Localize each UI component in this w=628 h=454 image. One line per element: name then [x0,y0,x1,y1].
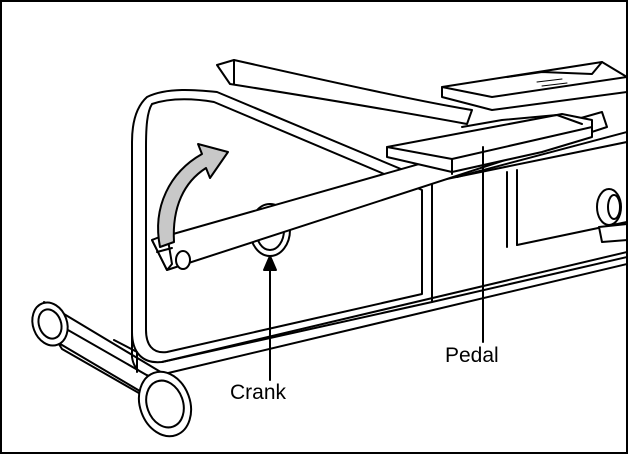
rear-frame [216,59,473,125]
crank-label: Crank [230,381,287,404]
motion-arrow [157,143,229,248]
pedal-label: Pedal [445,344,499,367]
right-frame [431,131,626,248]
front-pedal [386,113,593,175]
upper-pedal [441,61,626,111]
crank-leader-arrowhead [263,255,277,271]
stabilizer [31,301,193,438]
